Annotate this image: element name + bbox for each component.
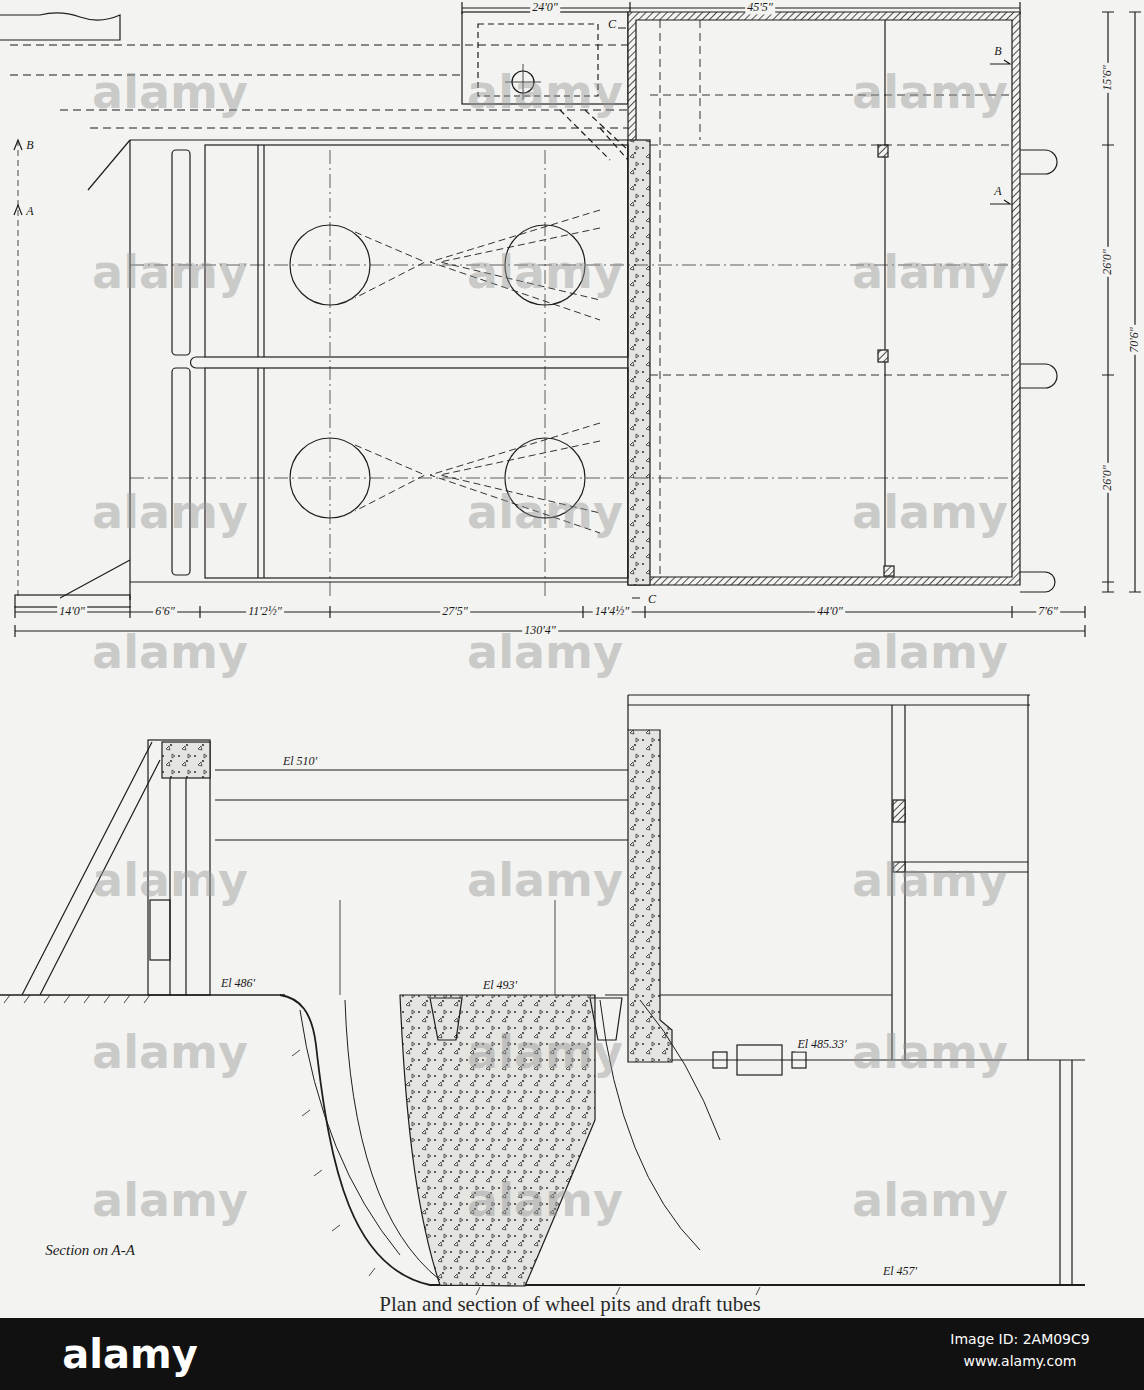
watermark: alamy xyxy=(92,1175,248,1226)
elevation-label: El 493' xyxy=(481,979,519,992)
elevation-label: El 485.33' xyxy=(795,1038,848,1051)
hidden-line xyxy=(10,45,628,128)
watermark: alamy xyxy=(62,1332,197,1376)
ground-line xyxy=(0,994,285,996)
image-credit: www.alamy.com xyxy=(964,1354,1077,1369)
powerhouse-section xyxy=(628,695,1030,1060)
headrace-slab xyxy=(0,13,120,40)
dimension-tick xyxy=(15,606,1085,618)
dimension-label: 70'6" xyxy=(1128,325,1141,355)
column-section xyxy=(893,800,905,822)
dimension-label: 14'4½" xyxy=(593,605,632,618)
watermark: alamy xyxy=(467,247,623,298)
pit-box xyxy=(792,1052,806,1068)
watermark: alamy xyxy=(852,67,1008,118)
dimension-line xyxy=(1134,12,1135,592)
section-marker: C xyxy=(608,18,616,31)
dimension-label: 44'0" xyxy=(815,605,845,618)
dimension-line xyxy=(1107,12,1108,592)
concrete-wall xyxy=(628,140,650,585)
hidden-line xyxy=(560,110,628,160)
watermark: alamy xyxy=(852,1027,1008,1078)
section-title: Section on A-A xyxy=(45,1242,135,1259)
watermark: alamy xyxy=(92,627,248,678)
watermark: alamy xyxy=(852,855,1008,906)
floor-line xyxy=(605,994,892,995)
watermark: alamy xyxy=(467,1175,623,1226)
shaft-line xyxy=(340,900,555,995)
watermark: alamy xyxy=(92,855,248,906)
watermark: alamy xyxy=(467,487,623,538)
watermark: alamy xyxy=(467,855,623,906)
powerhouse-wall xyxy=(628,12,1020,585)
section-marker: A xyxy=(26,205,33,218)
pit-box xyxy=(737,1045,782,1075)
dimension-label: 14'0" xyxy=(57,605,87,618)
dimension-label: 7'6" xyxy=(1036,605,1060,618)
outlet-outline xyxy=(1020,150,1057,174)
concrete-cap xyxy=(162,742,210,778)
outlet-outline xyxy=(1020,572,1055,592)
section-arrow xyxy=(618,28,1010,598)
ground-hatch xyxy=(4,995,150,1003)
hidden-line xyxy=(650,20,1012,577)
watermark: alamy xyxy=(852,487,1008,538)
dimension-label: 45'5" xyxy=(745,1,775,14)
watermark: alamy xyxy=(852,247,1008,298)
column-square xyxy=(884,566,894,576)
column-square xyxy=(878,145,888,157)
draft-tube-curve xyxy=(300,1000,720,1280)
watermark: alamy xyxy=(92,1027,248,1078)
dimension-label: 26'0" xyxy=(1101,463,1114,493)
section-marker: C xyxy=(648,593,656,606)
watermark: alamy xyxy=(92,67,248,118)
outlet-outline xyxy=(1020,364,1057,388)
pit-box xyxy=(713,1052,727,1068)
watermark: alamy xyxy=(852,627,1008,678)
watermark-bar xyxy=(0,1318,1144,1390)
pier-nose xyxy=(191,357,206,368)
watermark: alamy xyxy=(92,247,248,298)
watermark: alamy xyxy=(92,487,248,538)
section-marker: B xyxy=(994,45,1001,58)
dimension-label: 24'0" xyxy=(530,1,560,14)
watermark: alamy xyxy=(467,627,623,678)
wheel-pit xyxy=(205,145,628,357)
section-marker: A xyxy=(994,185,1001,198)
wheel-pit xyxy=(205,368,628,578)
column-square xyxy=(878,350,888,362)
centre-line xyxy=(130,150,1020,600)
section-arrow xyxy=(14,140,22,215)
outlet-wall xyxy=(1060,1060,1072,1285)
dimension-tick xyxy=(1129,12,1141,592)
elevation-label: El 510' xyxy=(281,755,319,768)
watermark: alamy xyxy=(467,67,623,118)
section-marker: B xyxy=(26,139,33,152)
figure-caption: Plan and section of wheel pits and draft… xyxy=(0,1292,1142,1316)
elevation-label: El 486' xyxy=(219,977,257,990)
dimension-label: 26'0" xyxy=(1101,247,1114,277)
gate-block xyxy=(150,900,170,960)
flume-line xyxy=(215,770,628,840)
watermark: alamy xyxy=(852,1175,1008,1226)
watermark: alamy xyxy=(467,1027,623,1078)
trash-rack xyxy=(172,368,190,575)
dimension-label: 11'2½" xyxy=(246,605,284,618)
image-credit: Image ID: 2AM09C9 xyxy=(950,1332,1089,1347)
gate-line xyxy=(258,145,264,578)
dimension-label: 6'6" xyxy=(153,605,177,618)
dimension-label: 15'6" xyxy=(1101,63,1114,93)
section-line xyxy=(18,140,19,600)
dimension-tick xyxy=(1102,12,1114,592)
excavation-line xyxy=(280,995,1085,1285)
elevation-label: El 457' xyxy=(881,1265,919,1278)
dimension-label: 27'5" xyxy=(440,605,470,618)
